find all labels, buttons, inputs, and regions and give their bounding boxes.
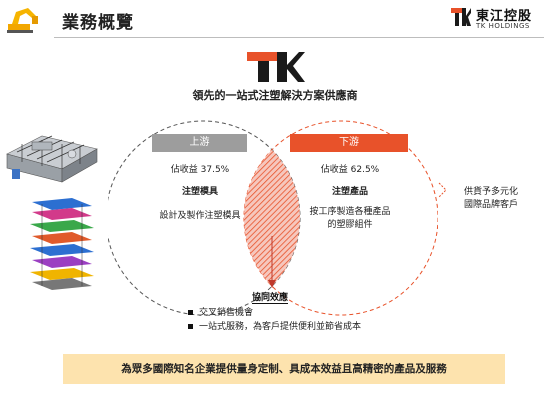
brand-name-cn: 東江控股: [476, 9, 533, 24]
downstream-desc: 按工序製造各種產品 的塑膠組件: [290, 206, 410, 232]
bullet-icon: [188, 324, 193, 329]
tk-center-logo-icon: [247, 52, 305, 82]
bullet-icon: [188, 310, 193, 315]
downstream-desc-line1: 按工序製造各種產品: [309, 207, 391, 217]
client-line1: 供貨予多元化: [464, 187, 519, 197]
client-note: 供貨予多元化 國際品牌客戶: [464, 186, 546, 212]
injection-machine-image: [2, 114, 102, 194]
page-title: 業務概覽: [62, 13, 134, 33]
list-item: 交叉銷售機會: [188, 306, 361, 320]
downstream-revenue: 佔收益 62.5%: [320, 165, 380, 175]
upstream-revenue: 佔收益 37.5%: [170, 165, 230, 175]
downstream-tab: 下游: [290, 134, 408, 152]
synergy-title: 協同效應: [252, 290, 289, 304]
excavator-logo-icon: [6, 4, 42, 34]
tk-logo-icon: [451, 8, 471, 26]
brand-name-en: TK HOLDINGS: [476, 22, 530, 30]
title-divider: [54, 37, 544, 38]
chevron-right-icon: [438, 182, 447, 198]
list-item: 一站式服務，為客戶提供便利並節省成本: [188, 320, 361, 334]
upstream-desc: 設計及製作注塑模具: [159, 211, 241, 221]
downstream-product: 注塑產品: [331, 187, 368, 197]
upstream-tab: 上游: [152, 134, 247, 152]
synergy-list: 交叉銷售機會 一站式服務，為客戶提供便利並節省成本: [188, 306, 361, 334]
tagline: 領先的一站式注塑解決方案供應商: [192, 89, 358, 102]
mold-exploded-image: [22, 198, 100, 290]
upstream-product: 注塑模具: [181, 187, 218, 197]
summary-banner: 為眾多國際知名企業提供量身定制、具成本效益且高精密的產品及服務: [63, 354, 505, 384]
client-line2: 國際品牌客戶: [464, 200, 519, 210]
venn-diagram: [108, 120, 438, 316]
downstream-desc-line2: 的塑膠組件: [327, 220, 373, 230]
synergy-arrowhead: [268, 280, 276, 288]
